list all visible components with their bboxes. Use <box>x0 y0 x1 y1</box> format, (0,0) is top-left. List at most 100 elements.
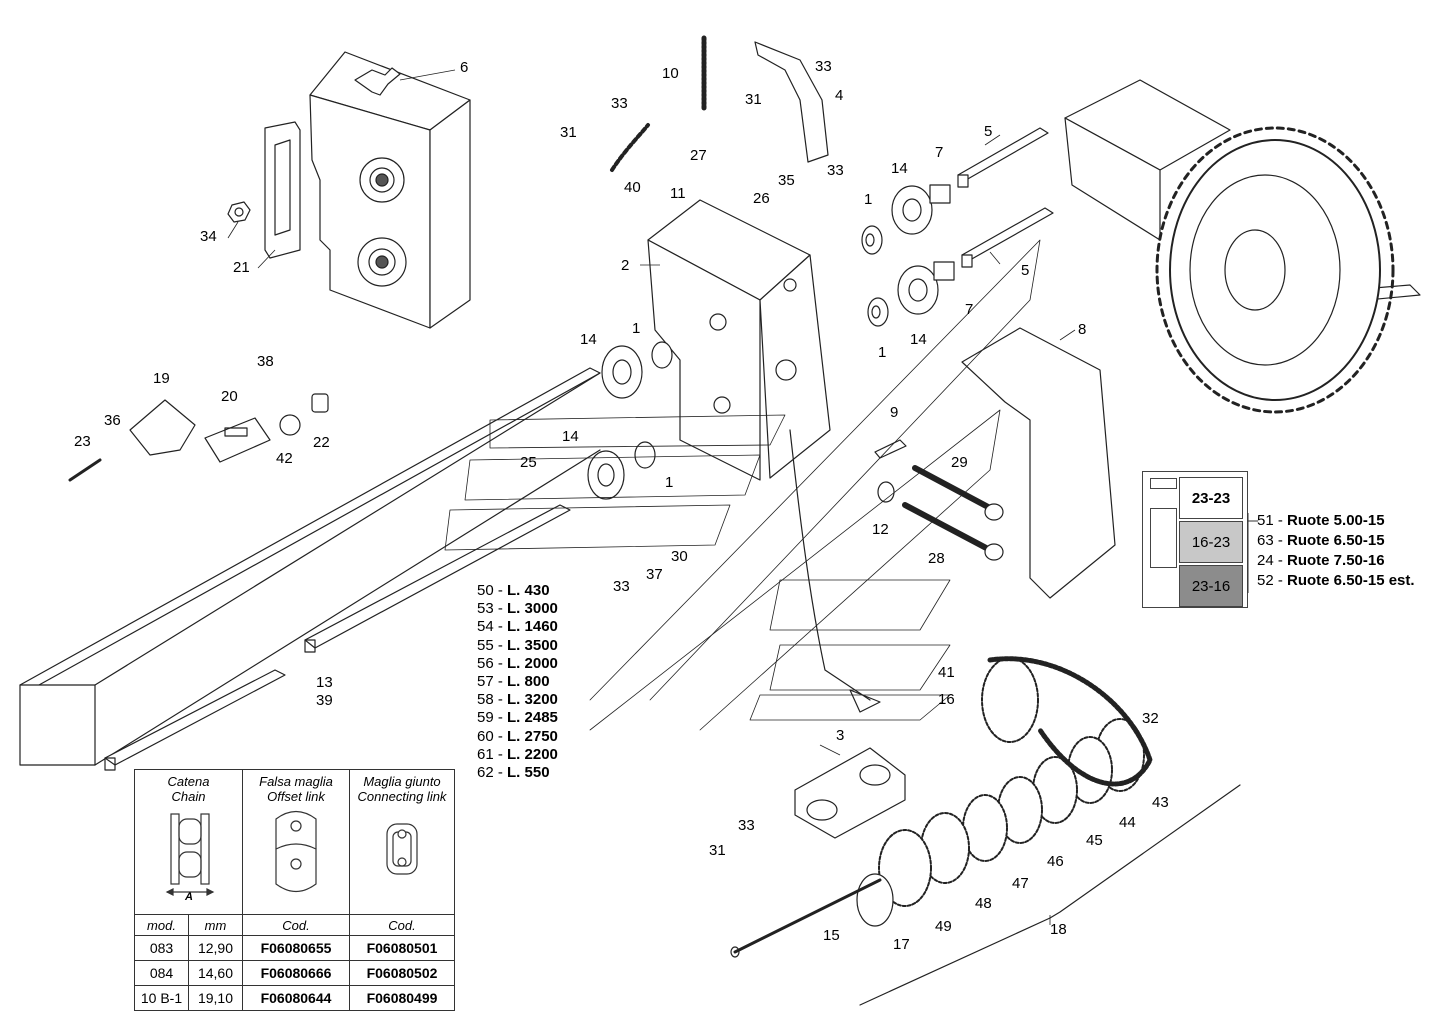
callout-20: 20 <box>221 388 238 405</box>
callout-31: 31 <box>745 91 762 108</box>
length-item: 62 - L. 550 <box>477 764 550 782</box>
callout-7: 7 <box>965 301 974 318</box>
flange-bearing-a <box>891 185 933 235</box>
callout-46: 46 <box>1047 853 1064 870</box>
callout-19: 19 <box>153 370 170 387</box>
bolt-29 <box>912 465 1004 521</box>
square-shaft-long <box>304 504 571 653</box>
legend-marker <box>1150 508 1177 568</box>
callout-41: 41 <box>938 664 955 681</box>
callout-49: 49 <box>935 918 952 935</box>
subheader-mod: mod. <box>134 914 189 936</box>
key-9 <box>874 439 907 459</box>
callout-14: 14 <box>562 428 579 445</box>
legend-bracket <box>1247 513 1258 593</box>
lengths-list: 50 - L. 430 53 - L. 3000 54 - L. 1460 55… <box>477 582 558 782</box>
sleeve-lower <box>933 261 955 281</box>
callout-14: 14 <box>891 160 908 177</box>
callout-45: 45 <box>1086 832 1103 849</box>
leader-lines <box>227 69 1076 925</box>
callout-3: 3 <box>836 727 845 744</box>
flange-bearing-c <box>601 345 643 399</box>
callout-29: 29 <box>951 454 968 471</box>
header-chain: Catena Chain A <box>134 769 243 915</box>
legend-cell-23-16: 23-16 <box>1179 565 1243 607</box>
callout-48: 48 <box>975 895 992 912</box>
length-outlines <box>444 239 1041 731</box>
callout-12: 12 <box>872 521 889 538</box>
callout-1: 1 <box>864 191 873 208</box>
callout-27: 27 <box>690 147 707 164</box>
length-item: 60 - L. 2750 <box>477 727 558 745</box>
header-connecting-link: Maglia giunto Connecting link <box>349 769 455 915</box>
spring-42 <box>279 414 301 436</box>
length-item: 59 - L. 2485 <box>477 709 558 727</box>
cover-plate <box>961 327 1116 599</box>
connecting-link-icon <box>386 823 418 875</box>
callout-9: 9 <box>890 404 899 421</box>
sleeve-upper <box>929 184 951 204</box>
callout-33: 33 <box>815 58 832 75</box>
wheel-option: 63 - Ruote 6.50-15 <box>1257 532 1385 549</box>
callout-34: 34 <box>200 228 217 245</box>
length-item: 56 - L. 2000 <box>477 654 558 672</box>
callout-16: 16 <box>938 691 955 708</box>
callout-28: 28 <box>928 550 945 567</box>
nut <box>227 201 251 223</box>
callout-22: 22 <box>313 434 330 451</box>
callout-1: 1 <box>878 344 887 361</box>
callout-31: 31 <box>560 124 577 141</box>
subheader-cod: Cod. <box>242 914 350 936</box>
callout-10: 10 <box>662 65 679 82</box>
subheader-cod: Cod. <box>349 914 455 936</box>
arm <box>754 41 829 163</box>
callout-15: 15 <box>823 927 840 944</box>
rod-15 <box>730 878 882 958</box>
length-item: 53 - L. 3000 <box>477 600 558 618</box>
sprocket-stack <box>856 657 1145 927</box>
idler-bracket <box>794 747 906 839</box>
flange-bearing-d <box>587 450 625 500</box>
offset-link-icon <box>275 810 317 893</box>
callout-18: 18 <box>1050 921 1067 938</box>
callout-43: 43 <box>1152 794 1169 811</box>
callout-7: 7 <box>935 144 944 161</box>
bracket <box>264 121 301 259</box>
bearing-b <box>867 297 889 327</box>
bolt-23 <box>68 458 102 482</box>
callout-33: 33 <box>738 817 755 834</box>
callout-14: 14 <box>910 331 927 348</box>
callout-33: 33 <box>827 162 844 179</box>
small-chain <box>610 123 650 172</box>
flange-bearing-b <box>897 265 939 315</box>
header-offset-link: Falsa maglia Offset link <box>242 769 350 915</box>
wheel-legend: 23-23 16-23 23-16 51 - Ruote 5.00-15 63 … <box>1142 471 1438 608</box>
table-row: 10 B-1 19,10 F06080644 F06080499 <box>134 985 455 1011</box>
length-item: 58 - L. 3200 <box>477 691 558 709</box>
callout-37: 37 <box>646 566 663 583</box>
legend-cell-23-23: 23-23 <box>1179 477 1243 519</box>
callout-38: 38 <box>257 353 274 370</box>
drive-chain <box>987 656 1153 787</box>
callout-11: 11 <box>670 185 686 202</box>
callout-21: 21 <box>233 259 250 276</box>
callout-17: 17 <box>893 936 910 953</box>
dimension-label: A <box>184 891 193 903</box>
callout-2: 2 <box>621 257 630 274</box>
wheel-option: 51 - Ruote 5.00-15 <box>1257 512 1385 529</box>
chain-spec-table: Catena Chain A Falsa maglia Offset link <box>134 769 455 1011</box>
length-item: 57 - L. 800 <box>477 673 550 691</box>
callout-30: 30 <box>671 548 688 565</box>
group-bracket <box>859 784 1241 1006</box>
callout-36: 36 <box>104 412 121 429</box>
callout-1: 1 <box>632 320 641 337</box>
bearing-d <box>634 441 656 469</box>
callout-32: 32 <box>1142 710 1159 727</box>
callout-26: 26 <box>753 190 770 207</box>
legend-cell-16-23: 16-23 <box>1179 521 1243 563</box>
callout-39: 39 <box>316 692 333 709</box>
guide-chain-arrow <box>789 429 881 713</box>
callout-14: 14 <box>580 331 597 348</box>
callout-33: 33 <box>611 95 628 112</box>
callout-42: 42 <box>276 450 293 467</box>
